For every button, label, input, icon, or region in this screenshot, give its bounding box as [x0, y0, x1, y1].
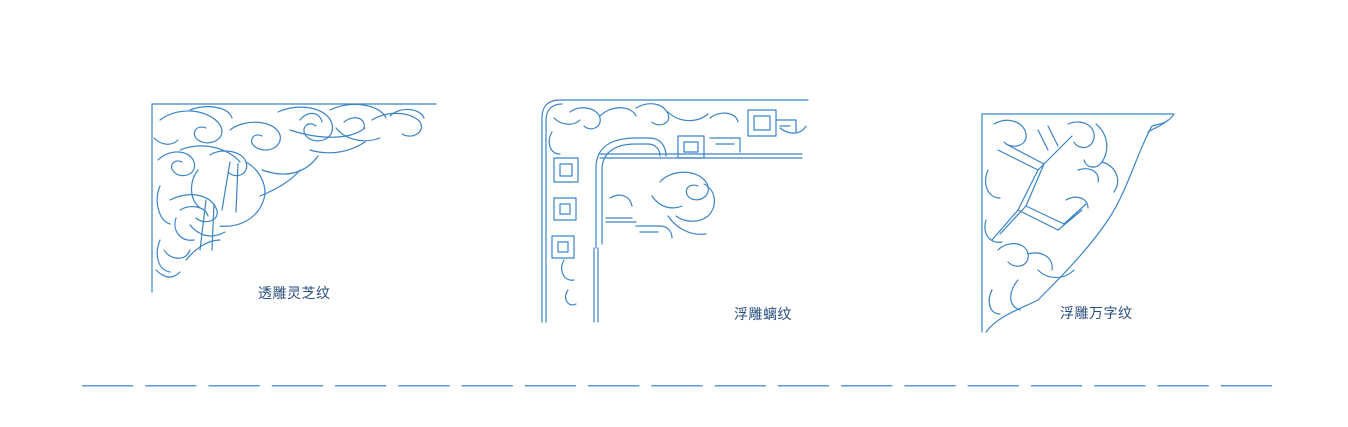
divider-dash — [904, 385, 956, 387]
divider-dash — [398, 385, 450, 387]
divider-dash — [82, 385, 134, 387]
caption-chi-dragon: 浮雕螭纹 — [734, 307, 792, 323]
caption-lingzhi: 透雕灵芝纹 — [258, 286, 331, 302]
panel-chi-dragon: 浮雕螭纹 — [540, 98, 812, 324]
divider-dash — [335, 385, 387, 387]
divider-dash — [271, 385, 324, 387]
divider-dash — [1220, 385, 1272, 387]
divider-dash — [588, 385, 640, 387]
divider-dash — [651, 385, 703, 387]
divider-dash — [841, 385, 893, 387]
divider-dash — [1030, 385, 1083, 387]
divider-dash — [524, 385, 577, 387]
swastika-corner-ornament — [981, 113, 1175, 333]
divider-dash — [461, 385, 513, 387]
divider-dash — [145, 385, 197, 387]
panel-lingzhi: 透雕灵芝纹 — [150, 100, 440, 302]
divider-dash — [714, 385, 766, 387]
divider-dash — [1157, 385, 1209, 387]
lingzhi-corner-ornament — [151, 103, 437, 293]
divider-dash — [967, 385, 1019, 387]
chi-dragon-corner-ornament — [541, 99, 809, 323]
dashed-divider — [82, 385, 1272, 387]
panel-swastika: 浮雕万字纹 — [978, 110, 1184, 336]
divider-dash — [208, 385, 260, 387]
divider-dash — [777, 385, 830, 387]
divider-dash — [1094, 385, 1146, 387]
caption-swastika: 浮雕万字纹 — [1060, 306, 1133, 322]
